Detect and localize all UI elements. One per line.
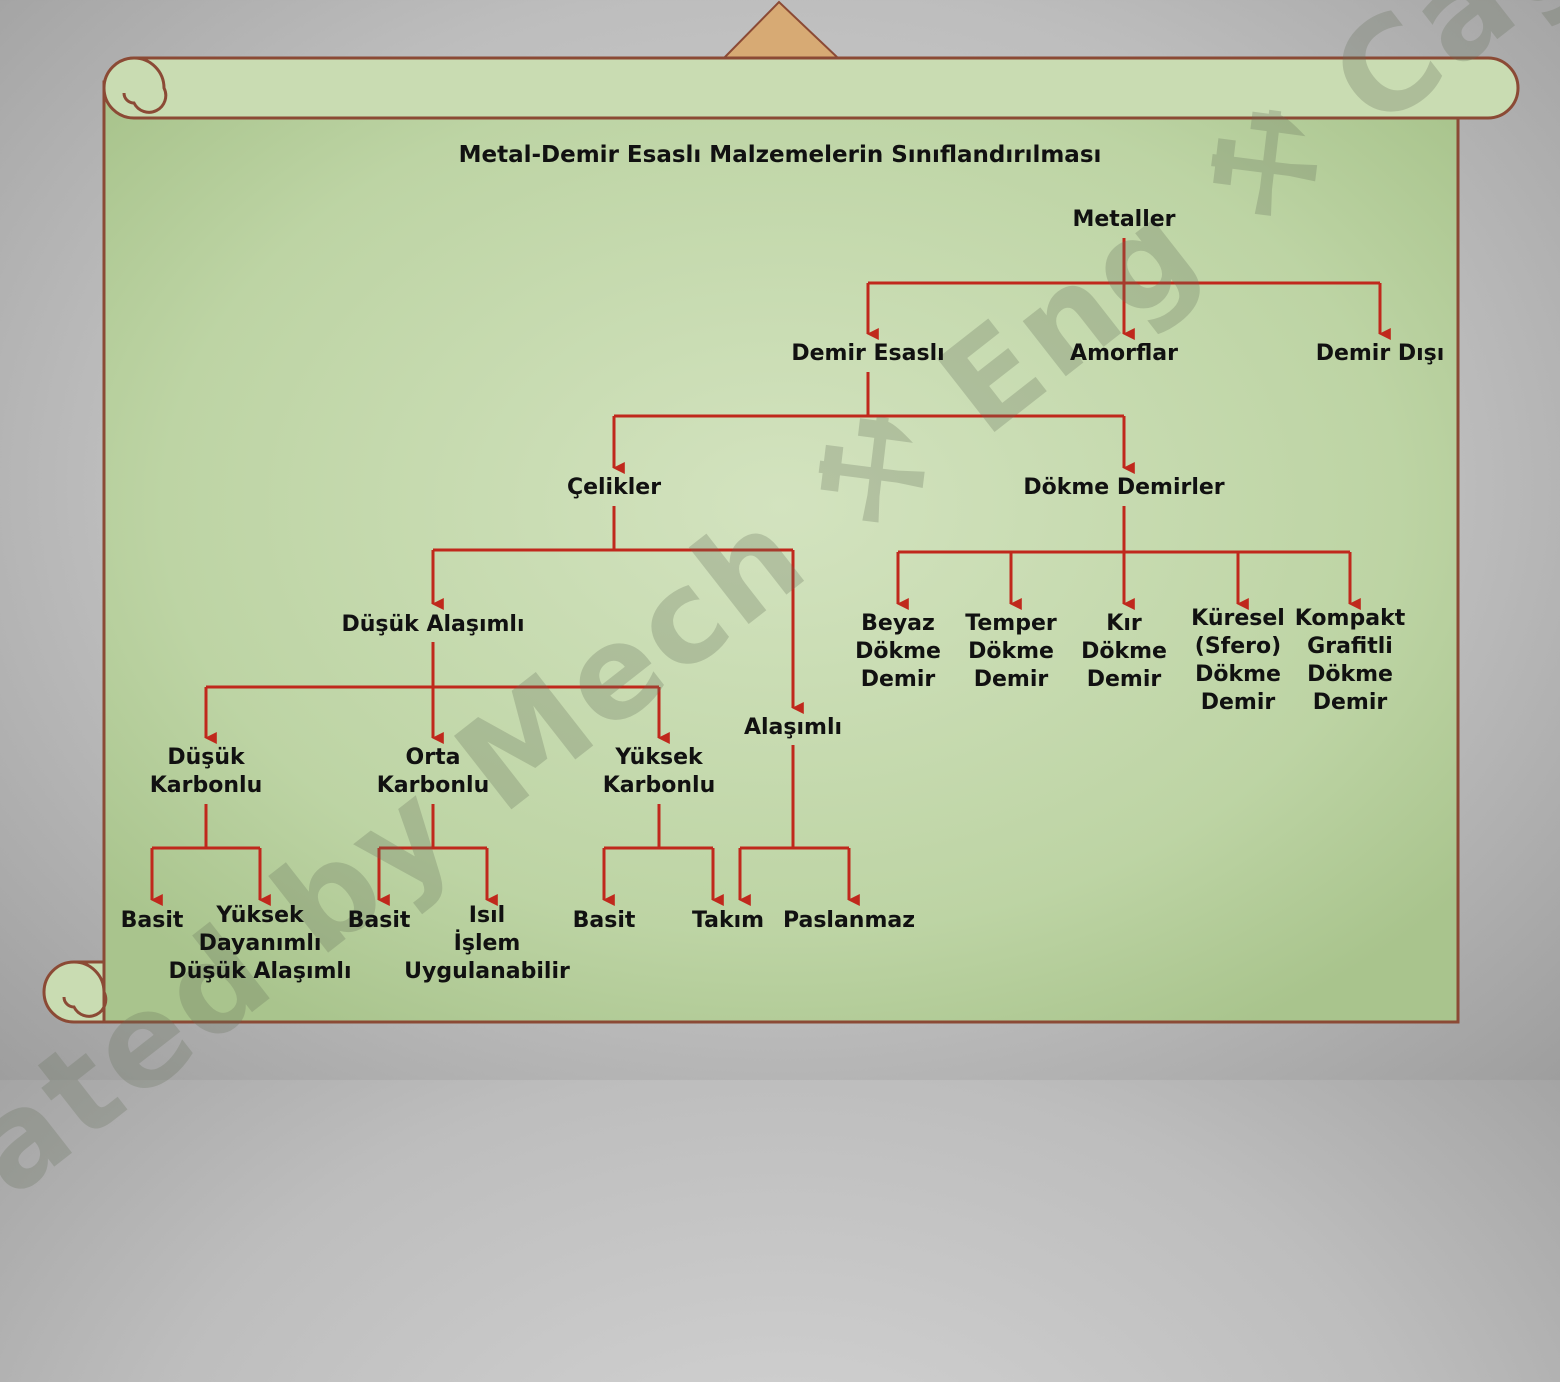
node-celikler: Çelikler — [566, 475, 662, 500]
scroll-bottom-roll — [42, 960, 106, 1024]
node-beyaz-dokme-demir: Beyaz Dökme Demir — [855, 611, 941, 692]
node-metaller: Metaller — [1072, 207, 1176, 232]
scroll-hanger — [721, 0, 841, 59]
node-dusuk-alasimli: Düşük Alaşımlı — [341, 612, 525, 637]
node-demir-disi: Demir Dışı — [1315, 341, 1445, 366]
node-temper-dokme-demir: Temper Dökme Demir — [965, 611, 1057, 692]
node-yuksek-dayanimli-dusuk-alasimli: Yüksek Dayanımlı Düşük Alaşımlı — [168, 903, 352, 984]
node-kompakt-grafitli-dokme-demir: Kompakt Grafitli Dökme Demir — [1294, 606, 1406, 715]
node-orta-karbonlu: Orta Karbonlu — [376, 745, 490, 798]
node-kir-dokme-demir: Kır Dökme Demir — [1081, 611, 1167, 692]
node-dokme-demirler: Dökme Demirler — [1023, 475, 1225, 500]
node-demir-esasli: Demir Esaslı — [791, 341, 945, 366]
node-takim: Takım — [691, 908, 765, 933]
node-kuresel-dokme-demir: Küresel (Sfero) Dökme Demir — [1191, 606, 1285, 715]
node-basit-yuksek-karbonlu: Basit — [572, 908, 636, 933]
node-isil-islem-uygulanabilir: Isıl İşlem Uygulanabilir — [404, 903, 570, 984]
node-dusuk-karbonlu: Düşük Karbonlu — [149, 745, 263, 798]
diagram-title: Metal-Demir Esaslı Malzemelerin Sınıflan… — [458, 142, 1102, 168]
node-paslanmaz: Paslanmaz — [782, 908, 916, 933]
node-yuksek-karbonlu: Yüksek Karbonlu — [602, 745, 716, 798]
scroll-top-roll — [102, 56, 1520, 120]
node-basit-orta-karbonlu: Basit — [347, 908, 411, 933]
node-basit-dusuk-karbonlu: Basit — [120, 908, 184, 933]
node-alasimli: Alaşımlı — [743, 715, 843, 740]
scroll-background — [42, 0, 1520, 1024]
node-amorflar: Amorflar — [1070, 341, 1178, 366]
connectors — [150, 238, 1391, 906]
